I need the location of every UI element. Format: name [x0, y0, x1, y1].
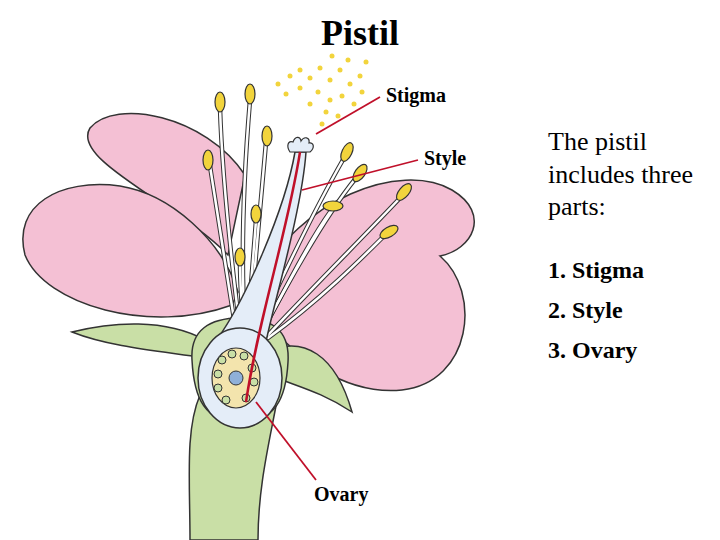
embryo-sac [229, 371, 243, 385]
petal [23, 185, 238, 317]
leader-line [302, 160, 418, 190]
stigma-shape [288, 137, 313, 152]
style-shape [218, 152, 306, 342]
part-name: Style [424, 146, 466, 170]
pollen [276, 54, 369, 127]
anthers [203, 84, 414, 266]
ovary-shape [198, 328, 282, 428]
filaments-fill [210, 100, 400, 338]
list-item: 2. Style [548, 296, 623, 325]
part-name: Ovary [314, 482, 368, 506]
list-item: 1. Stigma [548, 256, 644, 285]
intro-text: The pistil includes three parts: [548, 126, 698, 224]
sepal [72, 324, 205, 358]
diagram-title: Pistil [321, 12, 399, 55]
leader-line [256, 402, 316, 480]
leader-line [316, 97, 380, 134]
part-name: Stigma [386, 83, 446, 107]
list-item: 3. Ovary [548, 336, 637, 365]
pollen-tube [246, 152, 300, 402]
filaments [210, 100, 400, 338]
